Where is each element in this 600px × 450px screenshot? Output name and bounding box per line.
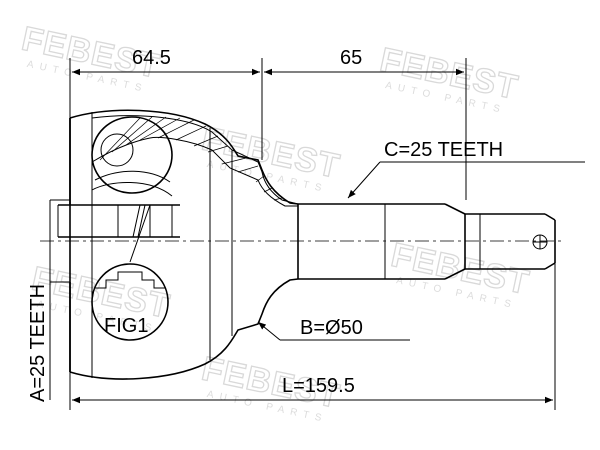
- fig1-label: FIG1: [104, 315, 148, 337]
- cv-joint-shaft: [297, 203, 556, 280]
- inner-teeth-dimension: A=25 TEETH: [27, 199, 70, 402]
- top-dimensions: 64.5 65: [72, 47, 464, 76]
- outer-teeth-callout: C=25 TEETH: [347, 139, 585, 199]
- housing-hatch: [99, 116, 283, 201]
- bore-label: B=Ø50: [300, 317, 363, 339]
- inner-teeth-label: A=25 TEETH: [27, 284, 49, 402]
- outer-teeth-label: C=25 TEETH: [384, 139, 503, 161]
- cv-joint-housing: FIG1: [57, 109, 299, 380]
- watermark-layer: FEBEST AUTO PARTS FEBEST AUTO PARTS FEBE…: [18, 19, 534, 425]
- dim-64-5-label: 64.5: [132, 47, 171, 69]
- length-dimension: L=159.5: [72, 375, 553, 404]
- ball-cage-outline: [91, 116, 173, 194]
- length-label: L=159.5: [282, 375, 355, 397]
- spline-profile-icon: [94, 271, 166, 289]
- dim-65-label: 65: [340, 47, 362, 69]
- bore-callout: B=Ø50: [257, 317, 410, 341]
- ball-icon: [100, 133, 134, 167]
- fig1-inset-circle: [91, 263, 169, 341]
